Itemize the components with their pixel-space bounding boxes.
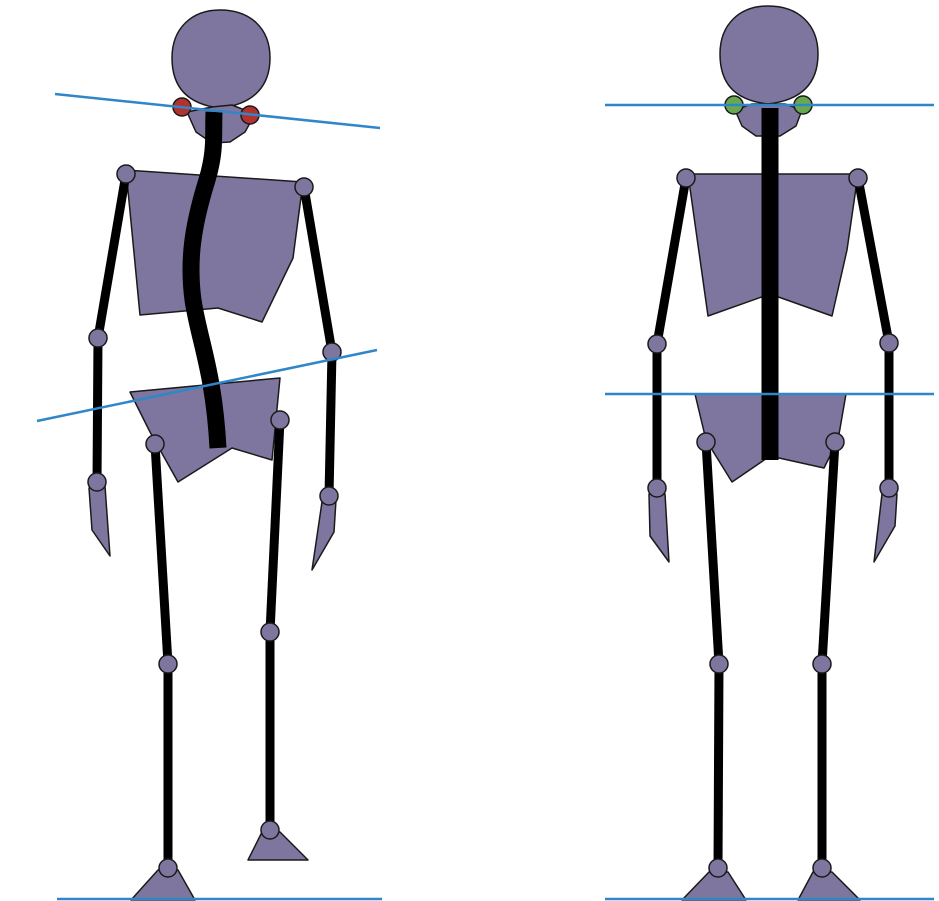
- upper-arm-left: [98, 174, 126, 338]
- wrist-joint-left: [88, 473, 106, 491]
- wrist-joint-right: [880, 479, 898, 497]
- ankle-joint-right: [813, 859, 831, 877]
- knee-joint-left: [710, 655, 728, 673]
- ankle-joint-left: [709, 859, 727, 877]
- upper-arm-left: [657, 178, 686, 344]
- upper-arm-right: [858, 178, 889, 343]
- elbow-joint-left: [89, 329, 107, 347]
- hand-right: [874, 494, 897, 562]
- rib-cage: [126, 170, 303, 322]
- knee-joint-right: [813, 655, 831, 673]
- hip-joint-right: [271, 411, 289, 429]
- thigh-right: [822, 442, 835, 664]
- wrist-joint-left: [648, 479, 666, 497]
- thigh-left: [155, 444, 168, 664]
- hand-left: [649, 494, 669, 562]
- foot-right: [798, 872, 860, 900]
- hip-joint-right: [826, 433, 844, 451]
- knee-joint-left: [159, 655, 177, 673]
- upper-arm-right: [304, 187, 332, 352]
- shoulder-joint-left: [117, 165, 135, 183]
- shoulder-joint-right: [849, 169, 867, 187]
- figure-misaligned: [37, 10, 382, 900]
- wrist-joint-right: [320, 487, 338, 505]
- elbow-joint-right: [880, 334, 898, 352]
- hip-joint-left: [697, 433, 715, 451]
- ankle-joint-left: [159, 859, 177, 877]
- foot-right: [248, 832, 308, 860]
- head: [720, 6, 818, 104]
- knee-joint-right: [261, 623, 279, 641]
- hand-right: [312, 500, 336, 570]
- forearm-left: [97, 338, 98, 482]
- hand-left: [89, 486, 110, 556]
- hip-joint-left: [146, 435, 164, 453]
- shoulder-joint-left: [677, 169, 695, 187]
- figure-aligned: [605, 6, 934, 900]
- ankle-joint-right: [261, 821, 279, 839]
- forearm-right: [329, 352, 332, 496]
- thigh-left: [706, 442, 719, 664]
- shin-left: [718, 664, 719, 868]
- head: [172, 10, 270, 108]
- shoulder-joint-right: [295, 178, 313, 196]
- elbow-joint-left: [648, 335, 666, 353]
